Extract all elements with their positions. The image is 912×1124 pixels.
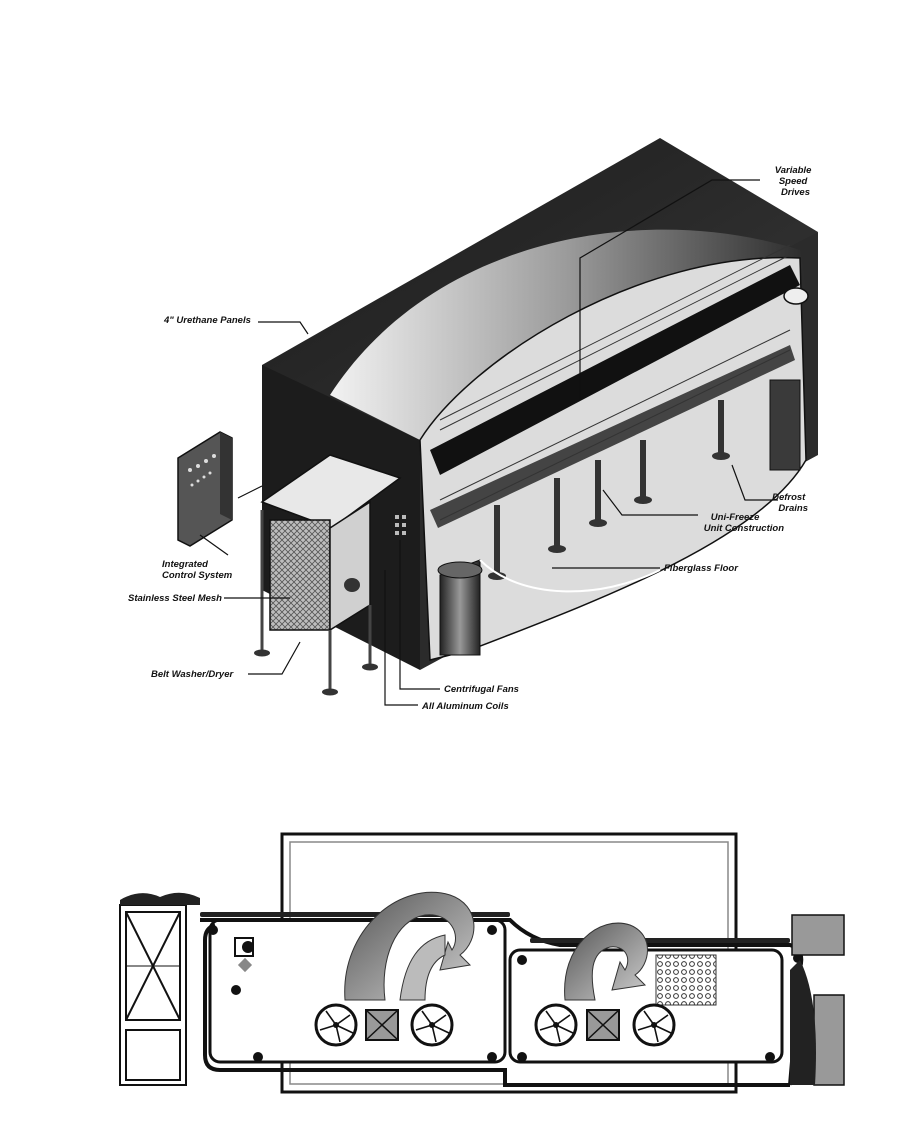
coil-bank-zone-2 [655, 954, 717, 1006]
label-uni-freeze-unit-construction: Uni-Freeze Unit Construction [704, 512, 784, 534]
air-vents [395, 515, 406, 535]
fan-4-icon [632, 1003, 676, 1047]
outfeed-chute [790, 914, 845, 1086]
coil-banks [439, 244, 791, 521]
fan-1-icon [314, 1003, 358, 1047]
belt-washer-symbol [234, 937, 254, 973]
airflow-arrows-zone-1 [344, 891, 475, 1001]
label-defrost-drains: Defrost Drains [772, 492, 808, 514]
label-variable-speed-drives: Variable Speed Drives [775, 165, 814, 198]
belt-washer-dryer-unit [254, 454, 402, 696]
leader-lines [199, 179, 778, 706]
fan-2-icon [410, 1003, 454, 1047]
label-urethane-panels: 4" Urethane Panels [163, 315, 251, 326]
airflow-cross-section [119, 832, 845, 1094]
conveyor-rollers [208, 925, 803, 1062]
label-fiberglass-floor: Fiberglass Floor [664, 563, 739, 574]
airflow-arrows-zone-2 [564, 922, 648, 1001]
motor-box-zone-1 [365, 1009, 399, 1041]
support-legs [488, 400, 730, 580]
fan-3-icon [534, 1003, 578, 1047]
drive-motor [783, 287, 809, 305]
label-stainless-steel-mesh: Stainless Steel Mesh [128, 593, 222, 604]
motor-box-zone-2 [586, 1009, 620, 1041]
label-all-aluminum-coils: All Aluminum Coils [421, 701, 509, 712]
interior-cutaway [419, 256, 807, 661]
conveyor-belt [430, 265, 800, 475]
label-belt-washer-dryer: Belt Washer/Dryer [151, 669, 234, 680]
label-integrated-control-system: Integrated Control System [162, 559, 233, 581]
isometric-freezer-illustration: Variable Speed Drives 4" Urethane Panels… [128, 138, 818, 712]
fiberglass-floor [479, 559, 661, 593]
control-panel [177, 431, 233, 547]
product-infeed [120, 892, 200, 905]
end-door [769, 379, 801, 471]
label-centrifugal-fans: Centrifugal Fans [444, 684, 519, 695]
infeed-tower [119, 904, 187, 1086]
